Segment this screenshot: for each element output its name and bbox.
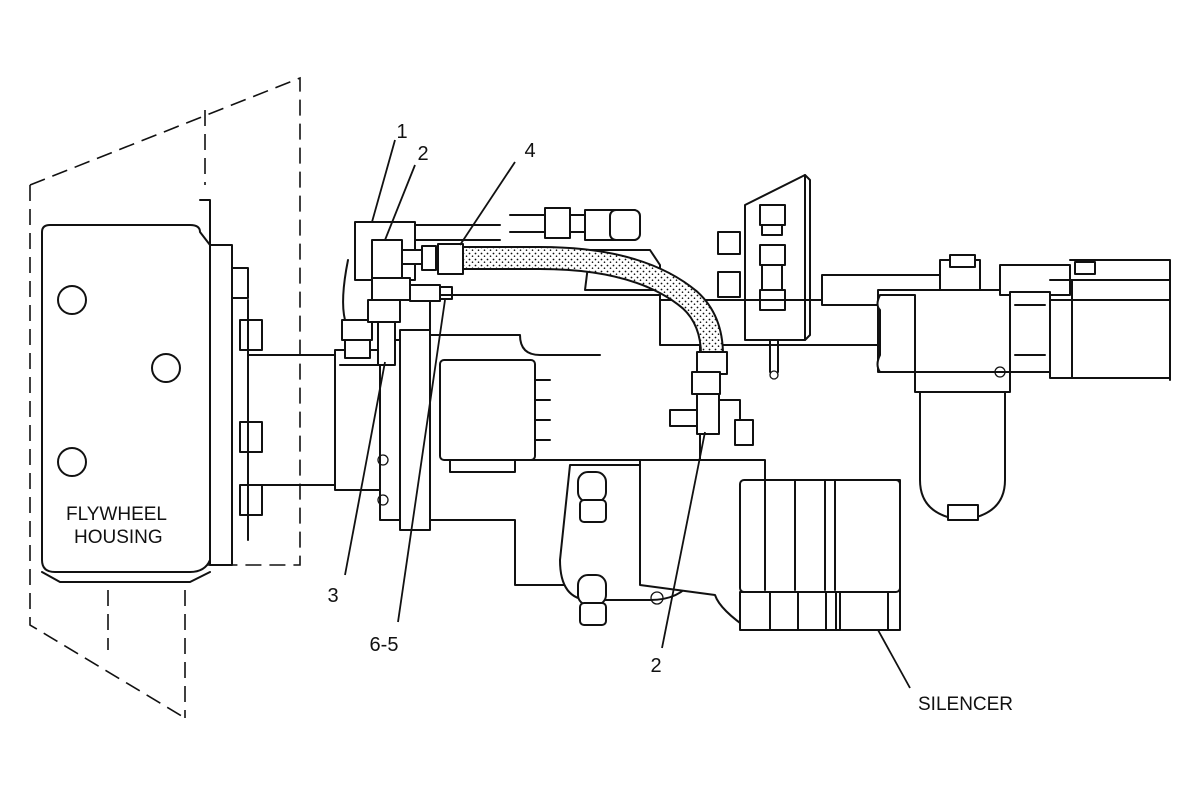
callout-6-5: 6-5: [370, 634, 399, 656]
bolt-hole: [57, 285, 87, 315]
leader-2-top: [384, 164, 416, 241]
flywheel-housing: FLYWHEEL HOUSING: [29, 76, 301, 719]
leader-2-bottom: [661, 431, 706, 649]
leader-lines: [344, 139, 911, 689]
mounting-bracket: [717, 174, 811, 380]
flywheel-label-line2: HOUSING: [74, 527, 163, 548]
starter-shaft: [247, 349, 391, 491]
flexible-hose: [437, 243, 754, 446]
silencer-label: SILENCER: [918, 694, 1013, 715]
callout-1: 1: [396, 121, 407, 143]
callout-3: 3: [327, 585, 338, 607]
callout-4: 4: [524, 140, 535, 162]
air-starter-body: [377, 207, 703, 626]
callout-2-bottom: 2: [650, 655, 661, 677]
leader-4: [459, 161, 516, 246]
air-supply-pipe: [659, 254, 1171, 521]
leader-6-5: [397, 299, 446, 623]
bolt-hole: [57, 447, 87, 477]
callouts: 1 2 4 3 6-5 2: [327, 121, 661, 677]
flywheel-label-line1: FLYWHEEL: [66, 504, 167, 525]
leader-silencer: [877, 629, 911, 689]
callout-2-top: 2: [417, 143, 428, 165]
leader-3: [344, 361, 386, 576]
silencer: [639, 459, 901, 631]
air-control-fittings: [341, 221, 501, 366]
bolt-hole: [151, 353, 181, 383]
leader-1: [371, 139, 396, 223]
